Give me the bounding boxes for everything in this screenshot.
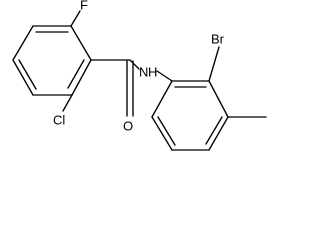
ring-a-inner-double-right (67, 59, 85, 89)
ring-a-bond-5 (12, 59, 34, 96)
substituent-bonds (62, 10, 173, 117)
fluorine-atom-label: F (80, 0, 88, 12)
c-cl-bond (62, 94, 73, 112)
ring-b-bond-6 (151, 80, 173, 118)
fluoro-chloro-benzene-ring (12, 25, 92, 96)
ring-b-bond-2 (208, 80, 229, 118)
c-f-bond (70, 10, 81, 27)
chemical-structure-diagram: F N H O Cl Br (12, 0, 267, 151)
amide-nitrogen-label: N (139, 64, 148, 79)
ring-b-inner-double-left (157, 116, 176, 146)
ring-b-bond-3 (208, 116, 229, 151)
chlorine-atom-label: Cl (53, 112, 65, 127)
c-br-bond (208, 46, 220, 82)
bromo-methyl-benzene-ring (151, 46, 267, 151)
amide-oxygen-label: O (123, 118, 133, 133)
ring-a-bond-2 (70, 25, 92, 61)
carbonyl-to-nitrogen-bond (129, 59, 140, 70)
nitrogen-to-ring-bond (156, 70, 173, 82)
ring-b-bond-5 (151, 116, 173, 151)
bromine-atom-label: Br (211, 31, 225, 46)
amide-hydrogen-label: H (148, 64, 157, 79)
ring-a-bond-6 (12, 25, 34, 61)
ring-a-bond-3 (71, 59, 92, 96)
ring-a-inner-double-left (18, 59, 37, 90)
ring-b-inner-double-right (205, 116, 223, 145)
